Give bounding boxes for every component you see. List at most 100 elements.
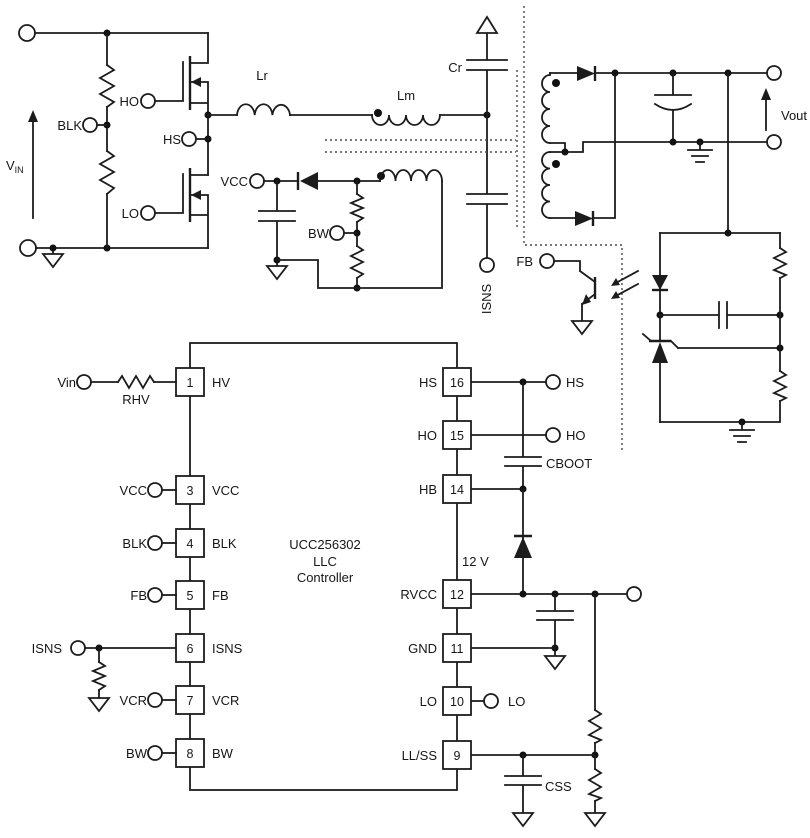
isns-resistor	[90, 660, 108, 692]
pin-16-name: HS	[419, 375, 437, 390]
hs-terminal	[181, 131, 197, 147]
blk-label: BLK	[57, 118, 82, 133]
fb-label: FB	[516, 254, 533, 269]
mosfet-body-arrow-icon	[191, 77, 201, 87]
high-side-mosfet: HO	[120, 32, 209, 176]
optocoupler: FB	[516, 253, 640, 336]
pin-6-number: 6	[187, 642, 194, 656]
bootstrap-diode-icon	[514, 537, 532, 558]
ground-icon	[583, 812, 607, 828]
isns-vertical-label: ISNS	[479, 284, 494, 315]
pin-12-name: RVCC	[400, 587, 437, 602]
vin-label: VIN	[6, 158, 24, 175]
winding-polarity-dot	[552, 79, 560, 87]
pin-5-name: FB	[212, 588, 229, 603]
pin-4-number: 4	[187, 537, 194, 551]
divider-resistor-bottom	[98, 149, 116, 196]
mosfet-body-arrow-icon	[191, 190, 201, 200]
pin-14-number: 14	[450, 483, 464, 497]
controller-ic: UCC256302 LLC Controller	[189, 342, 458, 791]
emitter-arrow-icon	[582, 294, 591, 305]
vin-minus-terminal	[19, 239, 37, 257]
vout-plus-terminal	[766, 65, 782, 81]
pin-14-box	[442, 474, 472, 504]
pin-7-name: VCR	[212, 693, 239, 708]
ground-icon	[543, 655, 567, 671]
opto-led-icon	[652, 275, 668, 290]
pin-4-name: BLK	[212, 536, 237, 551]
ic-part-number: UCC256302	[289, 537, 361, 552]
ground-icon	[87, 697, 111, 713]
pin-16-number: 16	[450, 376, 464, 390]
ho-ic-terminal	[545, 427, 561, 443]
switch-node: HS	[163, 111, 212, 147]
output-filter: Vout	[653, 65, 807, 163]
blk-terminal	[82, 117, 98, 133]
pin-1-name: HV	[212, 375, 230, 390]
pin-10-name: LO	[420, 694, 437, 709]
isolation-boundary	[523, 6, 623, 452]
pin-1-number: 1	[187, 376, 194, 390]
pin-7-box	[175, 685, 205, 715]
blk-voltage-divider: BLK	[57, 32, 116, 249]
vout-minus-terminal	[766, 134, 782, 150]
rvcc-terminal	[626, 586, 642, 602]
pin-15-name: HO	[418, 428, 438, 443]
ground-icon	[265, 265, 289, 281]
earth-ground-icon	[687, 141, 713, 163]
fb-ext-label: FB	[130, 588, 147, 603]
lr-label: Lr	[256, 68, 268, 83]
lo-ext-label: LO	[508, 694, 525, 709]
pin-9-box	[442, 740, 472, 770]
pin-3-number: 3	[187, 484, 194, 498]
bw-terminal	[329, 225, 345, 241]
vin-plus-terminal	[18, 24, 36, 42]
pin-3-name: VCC	[212, 483, 239, 498]
pin-11-number: 11	[451, 642, 464, 656]
secondary-winding-upper	[541, 72, 551, 144]
ground-icon	[511, 812, 535, 828]
lo-terminal	[140, 205, 156, 221]
bw-resistor-top	[348, 192, 366, 224]
fb-ic-terminal	[147, 587, 163, 603]
vin-ext-label: Vin	[57, 375, 76, 390]
lo-label: LO	[122, 206, 139, 221]
rhv-label: RHV	[122, 392, 150, 407]
ground-icon	[41, 253, 65, 269]
tl431-icon	[652, 342, 668, 363]
vcc-ic-terminal	[147, 482, 163, 498]
resonant-inductor-lr	[236, 103, 291, 116]
resonant-tank: Lr Lm Cr ISNS	[207, 15, 508, 315]
pin-16-box	[442, 367, 472, 397]
secondary-winding-lower	[541, 151, 551, 219]
secondary-rectifier	[541, 66, 768, 226]
pin-6-box	[175, 633, 205, 663]
pin-12-number: 12	[450, 588, 464, 602]
rectifier-diode-icon	[575, 211, 593, 226]
pin-7-number: 7	[187, 694, 194, 708]
pin-9-number: 9	[454, 749, 461, 763]
pin-8-number: 8	[187, 747, 194, 761]
rectifier-diode-icon	[577, 66, 595, 81]
winding-polarity-dot	[552, 160, 560, 168]
vcr-ic-terminal	[147, 692, 163, 708]
divider-resistor-top	[98, 63, 116, 109]
llss-resistor-bottom	[586, 767, 604, 803]
hs-ic-terminal	[545, 374, 561, 390]
tl431-cathode-tick	[641, 332, 653, 343]
winding-polarity-dot	[374, 109, 382, 117]
feedback-resistor-top	[771, 246, 789, 280]
fb-terminal	[539, 253, 555, 269]
ground-icon	[570, 320, 594, 336]
isns-ext-label: ISNS	[32, 641, 63, 656]
left-pin-column: 1 HV Vin RHV 3 VCC VCC 4 BLK BLK 5 FB FB…	[32, 367, 243, 768]
pin-5-number: 5	[187, 589, 194, 603]
right-pin-column: 16 HS HS 15 HO HO CBOOT 14 HB 12 V 12 RV…	[400, 367, 642, 828]
vout-label: Vout	[781, 108, 807, 123]
pin-12-box	[442, 579, 472, 609]
lm-label: Lm	[397, 88, 415, 103]
vcc-aux-circuit: VCC BW	[221, 169, 443, 292]
vcr-ext-label: VCR	[120, 693, 147, 708]
